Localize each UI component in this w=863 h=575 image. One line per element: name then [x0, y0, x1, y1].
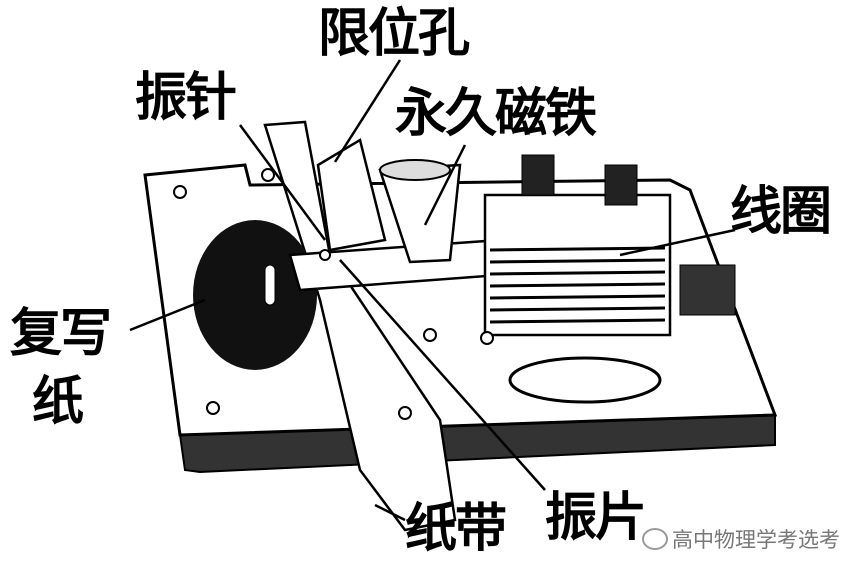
- label-vibrating-needle: 振针: [135, 67, 237, 128]
- connector-block: [679, 264, 736, 316]
- limit-bracket: [316, 138, 387, 252]
- magnet-top: [379, 159, 451, 181]
- terminal-right: [604, 164, 638, 206]
- coil-windings: [489, 246, 666, 324]
- nameplate: [508, 356, 662, 404]
- carbon-paper-disc: [193, 220, 317, 370]
- label-vibrating-reed: 振片: [545, 487, 647, 548]
- watermark: 高中物理学考选考: [642, 524, 840, 554]
- label-paper-tape: 纸带: [405, 498, 507, 559]
- wechat-icon: [642, 528, 668, 550]
- terminal-left: [521, 154, 555, 196]
- watermark-text: 高中物理学考选考: [672, 528, 840, 552]
- screws: [173, 168, 494, 420]
- label-limit-hole: 限位孔: [318, 3, 470, 64]
- label-coil: 线圈: [730, 181, 832, 242]
- leader-lines: [129, 59, 736, 522]
- coil: [483, 193, 672, 337]
- disc-slot: [264, 264, 276, 306]
- label-carbon-paper-2: 纸: [32, 371, 84, 432]
- label-carbon-paper-1: 复写: [10, 303, 112, 364]
- label-permanent-magnet: 永久磁铁: [395, 83, 597, 144]
